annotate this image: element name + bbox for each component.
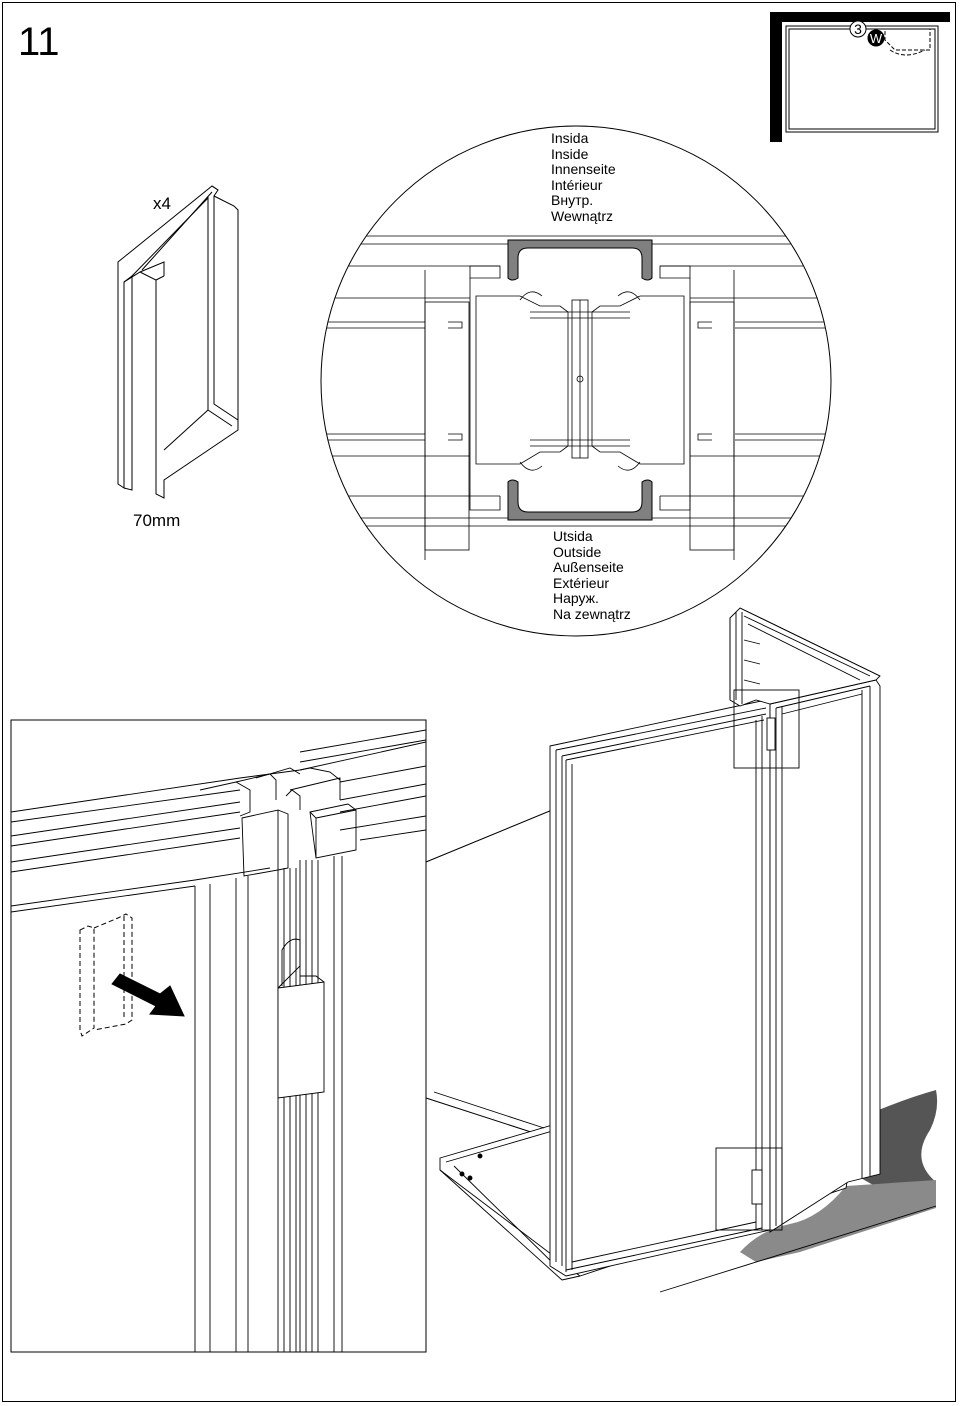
inside-label: Intérieur [551,176,603,193]
zoom-detail-frame [10,719,427,1353]
floorplan-marker-letter: W [870,31,883,46]
outside-labels: Utsida Outside Außenseite Extérieur Нару… [553,528,631,623]
detail-circle [320,125,832,637]
inside-labels: Insida Inside Innenseite Intérieur Внутр… [551,130,616,225]
floorplan-marker-number: 3 [854,21,862,37]
move-arrow-icon [111,973,185,1017]
inside-label: Innenseite [551,161,616,178]
profile-section-detail [321,235,831,560]
bottom-clip-profile [507,479,653,521]
floorplan: 3 W [770,12,950,142]
outside-label: Utsida [553,528,593,544]
outside-label: Наруж. [553,590,599,607]
shed-assembly [433,607,938,1293]
step-number: 11 [18,20,60,64]
inside-label: Внутр. [551,192,594,209]
zoom-detail [11,729,426,1352]
inside-label: Insida [551,130,589,146]
outside-label: Na zewnątrz [553,605,631,622]
outside-label: Outside [553,543,602,560]
outside-label: Extérieur [553,574,610,591]
highlight-box-top [733,689,800,769]
inside-label: Wewnątrz [551,207,613,224]
top-clip-profile [507,239,653,281]
inside-label: Inside [551,145,589,162]
part-length: 70mm [133,511,181,530]
clip-insertion [79,913,133,1037]
outside-label: Außenseite [553,559,624,576]
highlight-box-bottom [715,1147,783,1231]
marker-circle-number [849,20,867,38]
marker-circle-letter [867,29,885,47]
part-quantity: x4 [153,194,171,213]
profile-part [117,185,239,499]
